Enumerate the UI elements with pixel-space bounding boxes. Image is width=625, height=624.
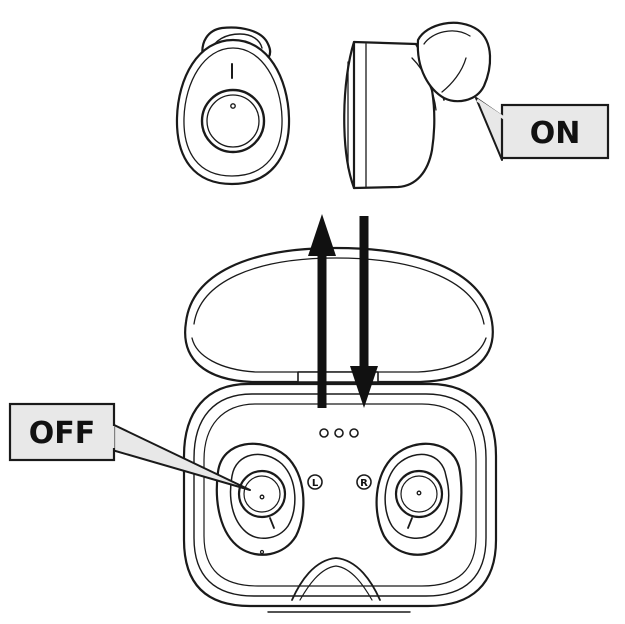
earbud-in-case-right xyxy=(375,442,463,556)
insert-arrow-down xyxy=(350,216,378,408)
case-lid xyxy=(184,246,494,384)
earbud-in-case-left xyxy=(215,442,305,556)
remove-arrow-up xyxy=(308,214,336,408)
off-callout: OFF xyxy=(8,402,251,491)
off-label: OFF xyxy=(29,416,96,451)
right-marker: R xyxy=(360,478,368,489)
earbud-side-view xyxy=(343,21,492,190)
left-marker: L xyxy=(312,478,319,489)
on-callout: ON xyxy=(475,97,610,161)
earbud-front-view xyxy=(175,26,291,186)
on-label: ON xyxy=(530,116,581,151)
